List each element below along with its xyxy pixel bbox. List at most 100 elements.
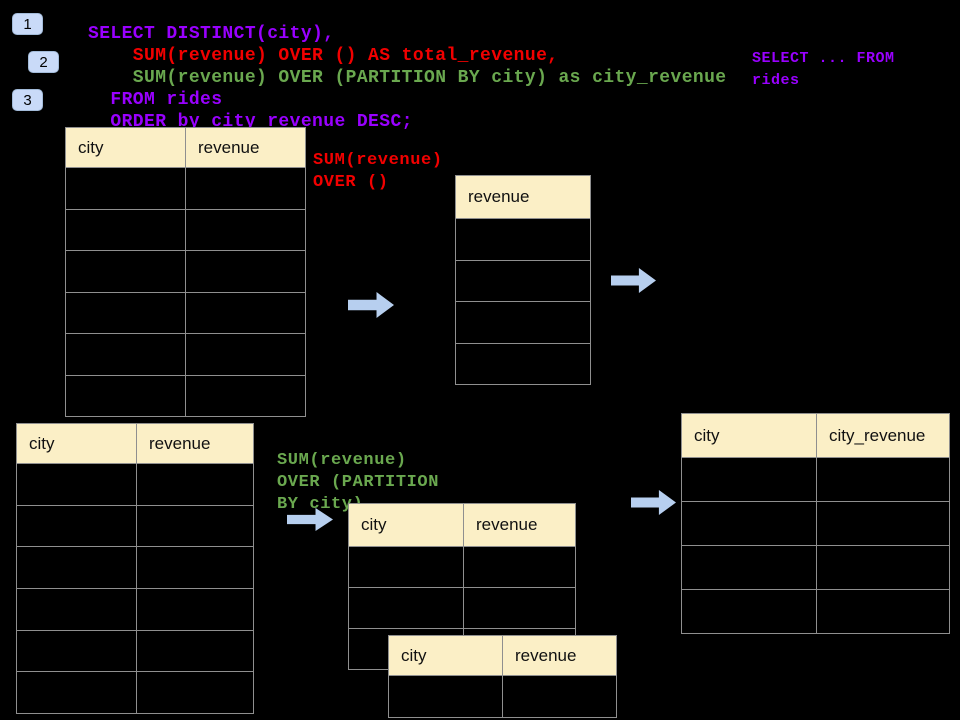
column-header: city: [16, 423, 137, 464]
flow-arrow-2: [611, 268, 656, 293]
column-header: revenue: [502, 635, 617, 676]
table-cell: [185, 291, 306, 334]
code-line: SELECT ... FROM: [752, 50, 895, 67]
table-row: [455, 218, 591, 261]
code-line: SUM(revenue) OVER () AS total_revenue,: [88, 46, 559, 66]
table-row: [16, 463, 254, 506]
step-badge-1: 1: [12, 13, 43, 35]
step-badge-3-label: 3: [23, 91, 32, 109]
table-cell: [16, 546, 137, 590]
table-row: [681, 457, 950, 502]
table-cell: [681, 501, 817, 546]
table-cell: [65, 250, 186, 293]
table-cell: [816, 545, 950, 590]
table-cell: [185, 250, 306, 293]
table-cell: [16, 463, 137, 506]
column-header: revenue: [463, 503, 576, 547]
column-header: city_revenue: [816, 413, 950, 458]
code-line: SUM(revenue): [277, 451, 407, 470]
table-row: [16, 504, 254, 548]
code-line: rides: [752, 72, 800, 89]
table-cell: [16, 588, 137, 631]
code-line: SELECT DISTINCT(city),: [88, 24, 335, 44]
table-cell: [185, 208, 306, 251]
table-row: [65, 291, 306, 334]
table-row: [65, 208, 306, 251]
sql-side-note: SELECT ... FROM rides: [752, 48, 895, 92]
table-cell: [16, 629, 137, 673]
table-row: [16, 588, 254, 631]
table-cell: [463, 546, 576, 588]
table-cell: [136, 546, 254, 590]
code-line: SUM(revenue) OVER (PARTITION BY city) as…: [88, 68, 727, 88]
table-cell: [136, 463, 254, 506]
table-cell: [136, 629, 254, 673]
table-row: [681, 589, 950, 634]
table-row: [348, 546, 576, 588]
code-line: OVER (): [313, 173, 389, 192]
table-cell: [681, 457, 817, 502]
table-row: [16, 671, 254, 715]
table-cell: [388, 675, 503, 718]
column-header: city: [388, 635, 503, 676]
table-row: [455, 301, 591, 344]
sql-code-block: SELECT DISTINCT(city), SUM(revenue) OVER…: [88, 23, 727, 133]
table-cell: [455, 218, 591, 261]
table-header-row: revenue: [455, 175, 591, 219]
table-row: [681, 545, 950, 590]
table-cell: [65, 374, 186, 417]
table-cell: [681, 545, 817, 590]
window-fn-label-total-revenue: SUM(revenue) OVER (): [313, 150, 443, 194]
column-header: revenue: [136, 423, 254, 464]
table-cell: [65, 208, 186, 251]
table-row: [455, 342, 591, 385]
table-cell: [455, 342, 591, 385]
code-line: FROM rides: [88, 90, 223, 110]
table-cell: [16, 671, 137, 715]
table-cell: [455, 301, 591, 344]
table-row: [16, 629, 254, 673]
table-cell: [348, 546, 464, 588]
step-badge-2-label: 2: [39, 53, 48, 71]
step-badge-3: 3: [12, 89, 43, 111]
table-cell: [65, 167, 186, 210]
table-row: [348, 587, 576, 629]
table-row: [16, 546, 254, 590]
column-header: revenue: [185, 127, 306, 168]
table-cell: [455, 259, 591, 302]
column-header: revenue: [455, 175, 591, 219]
table-cell: [185, 333, 306, 376]
step-badge-1-label: 1: [23, 15, 32, 33]
flow-arrow-4: [631, 490, 676, 515]
table-total-revenue: revenue: [455, 175, 591, 385]
column-header: city: [348, 503, 464, 547]
table-cell: [816, 457, 950, 502]
code-line: SUM(revenue): [313, 151, 443, 170]
table-row: [681, 501, 950, 546]
table-cell: [348, 587, 464, 629]
table-cell: [816, 501, 950, 546]
column-header: city: [65, 127, 186, 168]
step-badge-2: 2: [28, 51, 59, 73]
table-cell: [65, 333, 186, 376]
table-cell: [681, 589, 817, 634]
flow-arrow-1: [348, 292, 394, 318]
table-row: [65, 374, 306, 417]
table-row: [455, 259, 591, 302]
table-row: [65, 167, 306, 210]
table-row: [65, 333, 306, 376]
table-cell: [65, 291, 186, 334]
table-row: [388, 675, 617, 718]
code-line: OVER (PARTITION: [277, 473, 440, 492]
table-cell: [463, 587, 576, 629]
table-row: [65, 250, 306, 293]
